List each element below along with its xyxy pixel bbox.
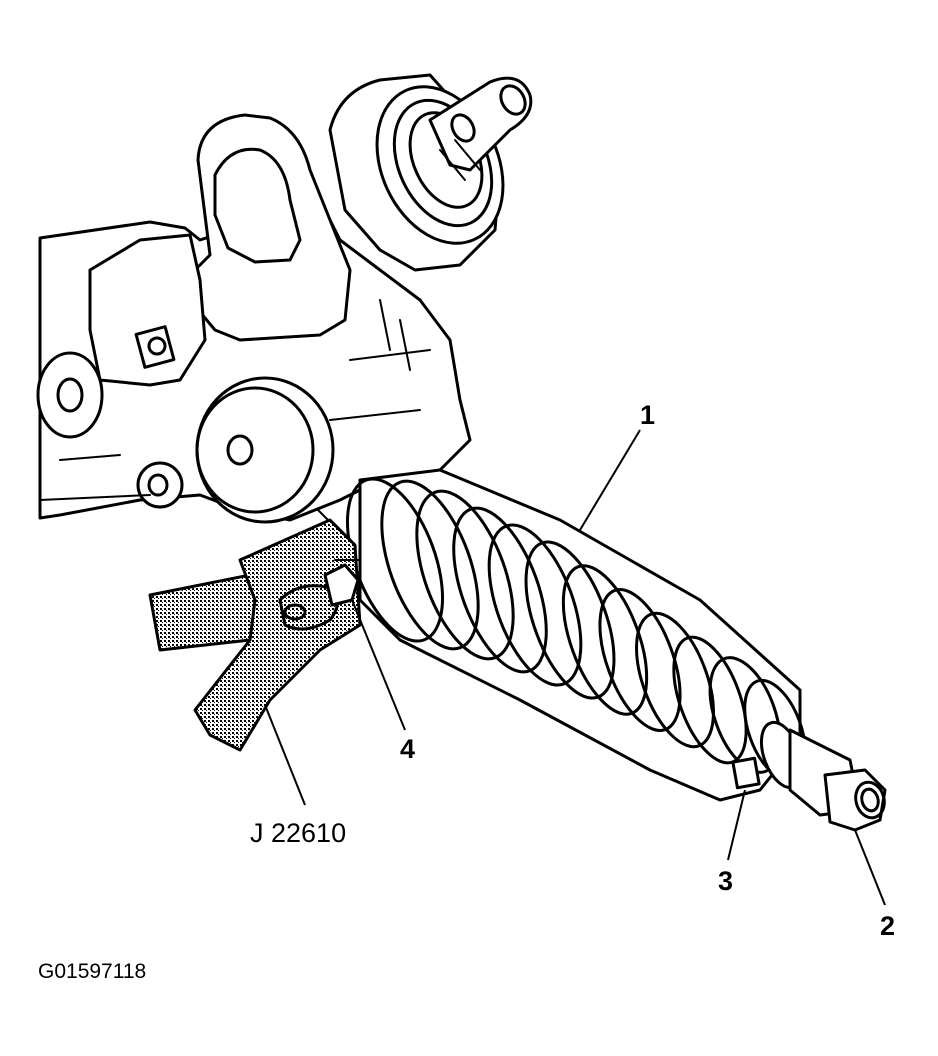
leader-4 bbox=[351, 599, 406, 731]
bellows-convolutions bbox=[345, 477, 807, 782]
leader-3 bbox=[727, 789, 746, 861]
callout-3: 3 bbox=[718, 866, 733, 896]
leader-1 bbox=[579, 429, 641, 531]
leader-2 bbox=[854, 829, 886, 906]
bellows-boot bbox=[345, 468, 807, 802]
callout-2: 2 bbox=[880, 911, 895, 941]
figure-id: G01597118 bbox=[38, 960, 146, 983]
leader-lines bbox=[264, 429, 886, 906]
tie-rod-assembly bbox=[731, 720, 887, 832]
pinion-housing bbox=[328, 73, 533, 272]
clamp-tool bbox=[148, 509, 362, 752]
leader-tool bbox=[264, 704, 306, 806]
gear-housing bbox=[36, 113, 472, 524]
tool-label: J 22610 bbox=[250, 818, 346, 848]
callout-4: 4 bbox=[400, 734, 415, 764]
callout-1: 1 bbox=[640, 400, 655, 430]
